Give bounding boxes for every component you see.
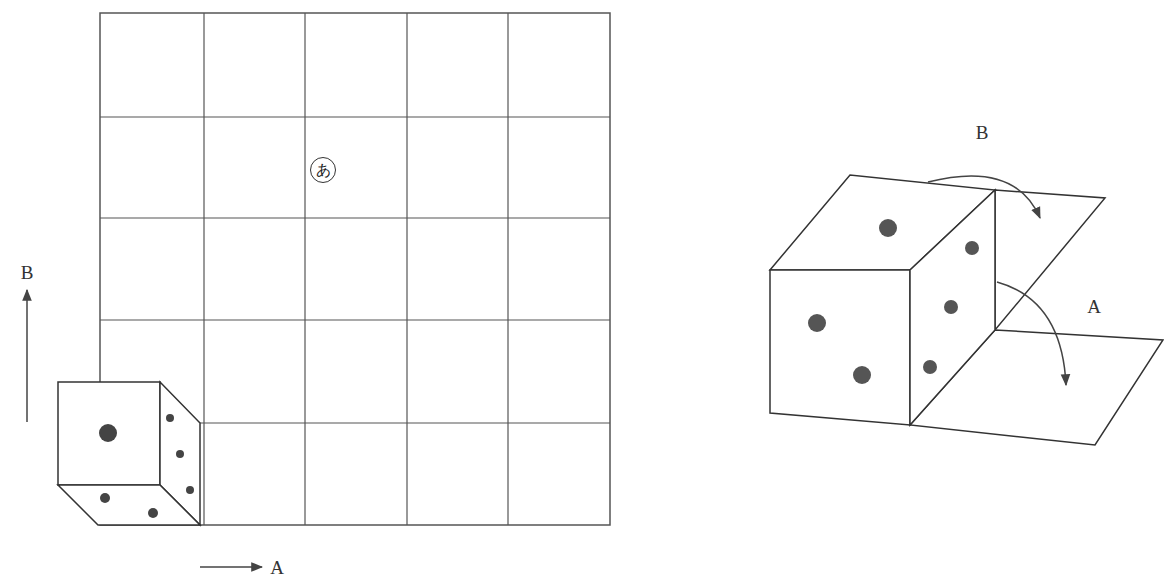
direction-label: B (19, 263, 36, 282)
direction-arrows (27, 290, 262, 567)
rolling-die (770, 175, 995, 425)
direction-label: B (974, 123, 991, 142)
grid-board (100, 13, 610, 525)
circled-marker: あ (310, 157, 336, 183)
roll-arrows (928, 176, 1066, 385)
direction-label: A (1085, 297, 1103, 316)
start-die (58, 382, 200, 525)
direction-label: A (268, 558, 286, 577)
cell-marker-text: あ (316, 163, 331, 178)
